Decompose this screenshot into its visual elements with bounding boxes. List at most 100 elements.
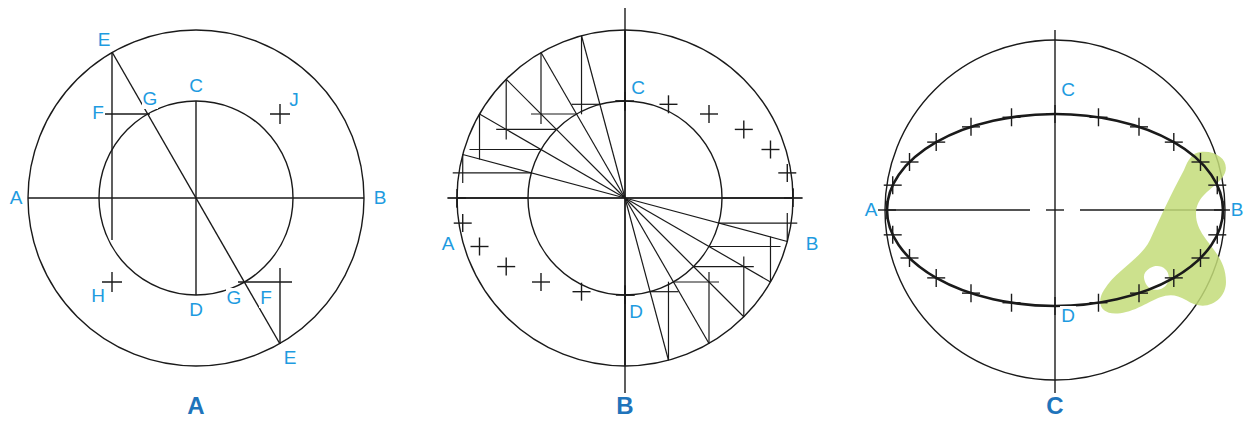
outer-circle (28, 30, 364, 366)
construction-line (625, 198, 744, 317)
construction-line (462, 155, 463, 183)
point-cross (1200, 249, 1201, 267)
point-label: G (142, 89, 159, 109)
point-cross (936, 269, 937, 287)
point-cross (506, 258, 507, 276)
point-cross (479, 238, 480, 256)
point-cross (1217, 226, 1218, 244)
panel-letter: A (186, 393, 205, 419)
construction-line (743, 257, 744, 317)
point-cross (909, 153, 910, 171)
construction-line (624, 30, 625, 198)
construction-line (625, 198, 668, 360)
point-cross (1200, 153, 1201, 171)
panel-letter: C (1045, 393, 1064, 419)
construction-line (506, 79, 625, 198)
point-label: C (188, 76, 204, 96)
construction-line (506, 79, 507, 139)
construction-line (572, 104, 600, 105)
point-label: D (188, 300, 204, 320)
point-label: F (259, 288, 273, 308)
construction-line (624, 198, 625, 366)
point-cross (792, 189, 793, 207)
construction-lines (447, 30, 803, 366)
point-cross (909, 249, 910, 267)
point-label: A (864, 200, 879, 220)
point-cross (1011, 294, 1012, 312)
construction-line (625, 198, 709, 343)
point-cross (743, 120, 744, 138)
major-axis (885, 209, 1030, 210)
point-cross (1054, 105, 1055, 123)
point-label: F (91, 103, 105, 123)
point-cross (624, 286, 625, 304)
construction-line (650, 291, 678, 292)
panel-letter: B (615, 393, 634, 419)
point-label: E (97, 30, 112, 50)
point-cross (1173, 133, 1174, 151)
point-label: D (1060, 306, 1076, 326)
point-label: E (283, 348, 298, 368)
point-label: J (288, 90, 300, 110)
construction-line (625, 198, 770, 282)
construction-line (722, 197, 803, 198)
point-label: B (1230, 200, 1245, 220)
minor-axis (624, 8, 625, 412)
diagonal-line (112, 52, 280, 344)
point-cross (270, 104, 290, 124)
point-label: B (805, 234, 820, 254)
french-curve (1100, 152, 1226, 314)
point-cross (624, 92, 625, 110)
minor-axis (1054, 30, 1055, 412)
construction-line (625, 198, 787, 241)
point-cross (970, 284, 971, 302)
point-cross (462, 214, 463, 232)
point-label: C (630, 78, 646, 98)
point-label: B (373, 188, 388, 208)
ellipse-curve (887, 114, 1223, 306)
construction-line (674, 281, 720, 282)
construction-line (668, 282, 669, 361)
construction-line (531, 113, 577, 114)
point-cross (886, 201, 887, 219)
point-cross (892, 226, 893, 244)
construction-line (624, 30, 625, 111)
point-cross (787, 164, 788, 182)
point-cross (581, 283, 582, 301)
construction-line (470, 149, 541, 150)
construction-line (787, 213, 788, 241)
vertical-line (111, 52, 112, 240)
point-cross (936, 133, 937, 151)
construction-line (709, 246, 780, 247)
point-cross (668, 95, 669, 113)
point-cross (1054, 297, 1055, 315)
point-cross (1011, 108, 1012, 126)
point-label: H (90, 286, 106, 306)
construction-line (463, 155, 625, 198)
point-label: A (9, 188, 24, 208)
point-cross (1173, 269, 1174, 287)
point-cross (892, 176, 893, 194)
point-cross (456, 189, 457, 207)
point-label: G (226, 288, 243, 308)
construction-line (624, 285, 625, 366)
point-cross (1098, 108, 1099, 126)
major-axis (1080, 209, 1225, 210)
construction-line (479, 114, 480, 160)
horizontal-line (238, 281, 292, 282)
point-label: A (441, 234, 456, 254)
construction-line (480, 114, 625, 198)
point-cross (1217, 176, 1218, 194)
ellipse-points (878, 105, 1232, 315)
center-mark (1046, 209, 1064, 210)
construction-line (581, 36, 582, 115)
construction-line (447, 197, 528, 198)
construction-line (719, 223, 798, 224)
horizontal-line (104, 113, 150, 114)
point-label: C (1060, 80, 1076, 100)
point-cross (1138, 118, 1139, 136)
point-cross (970, 118, 971, 136)
point-cross (770, 141, 771, 159)
construction-line (770, 237, 771, 283)
